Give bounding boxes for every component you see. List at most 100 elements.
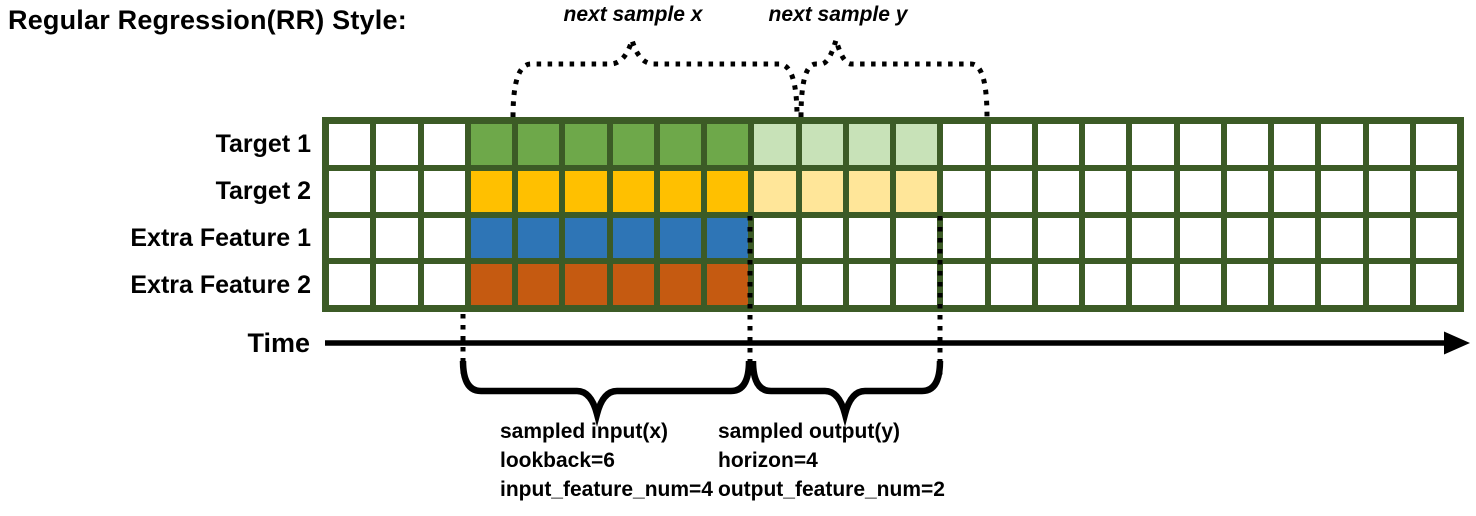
- grid-cell-extra-feature-1: [1226, 217, 1268, 259]
- grid-cell-target-2: [896, 170, 938, 212]
- horizon-value: horizon=4: [718, 449, 818, 472]
- next-sample-y-dotted-brace-icon: [798, 31, 990, 118]
- grid-cell-target-2: [801, 170, 843, 212]
- lookback-value: lookback=6: [500, 449, 615, 472]
- grid-cell-extra-feature-1: [990, 217, 1032, 259]
- timeline-grid: [322, 117, 1464, 312]
- grid-cell-extra-feature-1: [659, 217, 701, 259]
- grid-cell-target-1: [1274, 124, 1316, 165]
- grid-cell-extra-feature-2: [518, 264, 560, 305]
- page-title: Regular Regression(RR) Style:: [8, 5, 407, 35]
- grid-cell-extra-feature-2: [1415, 264, 1457, 305]
- grid-cell-target-2: [376, 170, 418, 212]
- grid-cell-extra-feature-1: [423, 217, 465, 259]
- input-feature-num-value: input_feature_num=4: [500, 478, 713, 501]
- grid-cell-extra-feature-1: [1321, 217, 1363, 259]
- time-label: Time: [247, 328, 310, 358]
- grid-cell-target-1: [896, 124, 938, 165]
- grid-cell-target-1: [1132, 124, 1174, 165]
- grid-cell-target-2: [754, 170, 796, 212]
- grid-cell-extra-feature-1: [707, 217, 749, 259]
- grid-cell-target-2: [518, 170, 560, 212]
- grid-cell-target-1: [565, 124, 607, 165]
- row-label-extra-feature-1: Extra Feature 1: [130, 224, 311, 252]
- grid-cell-extra-feature-2: [659, 264, 701, 305]
- grid-cell-target-1: [1226, 124, 1268, 165]
- grid-cell-target-2: [612, 170, 654, 212]
- grid-cell-target-2: [943, 170, 985, 212]
- grid-cell-target-1: [423, 124, 465, 165]
- grid-cell-extra-feature-2: [896, 264, 938, 305]
- grid-cell-extra-feature-2: [1179, 264, 1221, 305]
- grid-cell-extra-feature-2: [470, 264, 512, 305]
- grid-cell-extra-feature-2: [1085, 264, 1127, 305]
- grid-cell-extra-feature-2: [329, 264, 371, 305]
- grid-cell-target-2: [990, 170, 1032, 212]
- grid-cell-target-2: [1368, 170, 1410, 212]
- grid-cell-extra-feature-2: [848, 264, 890, 305]
- grid-cell-target-2: [1179, 170, 1221, 212]
- grid-cell-extra-feature-1: [376, 217, 418, 259]
- grid-cell-extra-feature-2: [376, 264, 418, 305]
- grid-cell-extra-feature-2: [1321, 264, 1363, 305]
- grid-cell-target-2: [1274, 170, 1316, 212]
- sampled-input-brace-icon: [459, 360, 753, 427]
- grid-cell-extra-feature-2: [707, 264, 749, 305]
- grid-cell-target-1: [754, 124, 796, 165]
- grid-cell-extra-feature-1: [848, 217, 890, 259]
- grid-cell-target-1: [990, 124, 1032, 165]
- output-feature-num-value: output_feature_num=2: [718, 478, 945, 501]
- grid-cell-target-2: [659, 170, 701, 212]
- row-label-extra-feature-2: Extra Feature 2: [130, 271, 311, 299]
- grid-cell-extra-feature-1: [1368, 217, 1410, 259]
- grid-cell-extra-feature-1: [801, 217, 843, 259]
- grid-cell-target-1: [848, 124, 890, 165]
- grid-cell-extra-feature-1: [1415, 217, 1457, 259]
- grid-cell-extra-feature-2: [801, 264, 843, 305]
- grid-cell-extra-feature-1: [896, 217, 938, 259]
- grid-cell-extra-feature-1: [565, 217, 607, 259]
- next-sample-y-label: next sample y: [768, 3, 908, 26]
- grid-cell-target-1: [1037, 124, 1079, 165]
- grid-cell-target-2: [423, 170, 465, 212]
- grid-cell-target-2: [1037, 170, 1079, 212]
- grid-cell-target-1: [1321, 124, 1363, 165]
- grid-cell-extra-feature-2: [1274, 264, 1316, 305]
- next-sample-x-label: next sample x: [563, 3, 703, 26]
- grid-cell-target-2: [1226, 170, 1268, 212]
- grid-cell-extra-feature-2: [1037, 264, 1079, 305]
- grid-cell-target-1: [1085, 124, 1127, 165]
- grid-cell-extra-feature-2: [990, 264, 1032, 305]
- grid-cell-target-1: [801, 124, 843, 165]
- grid-cell-target-1: [376, 124, 418, 165]
- sampled-output-title: sampled output(y): [718, 420, 900, 443]
- grid-cell-target-1: [659, 124, 701, 165]
- grid-cell-target-2: [1085, 170, 1127, 212]
- grid-cell-target-1: [612, 124, 654, 165]
- grid-cell-extra-feature-2: [1368, 264, 1410, 305]
- grid-cell-extra-feature-2: [943, 264, 985, 305]
- grid-cell-target-2: [848, 170, 890, 212]
- grid-cell-target-2: [470, 170, 512, 212]
- sampled-output-brace-icon: [749, 360, 944, 427]
- grid-cell-target-2: [329, 170, 371, 212]
- row-label-target-1: Target 1: [215, 130, 311, 158]
- grid-cell-extra-feature-1: [612, 217, 654, 259]
- grid-cell-target-1: [1415, 124, 1457, 165]
- grid-cell-target-2: [565, 170, 607, 212]
- grid-cell-extra-feature-1: [470, 217, 512, 259]
- grid-cell-target-1: [518, 124, 560, 165]
- grid-cell-extra-feature-1: [1132, 217, 1174, 259]
- grid-cell-extra-feature-1: [943, 217, 985, 259]
- grid-cell-extra-feature-1: [1085, 217, 1127, 259]
- grid-cell-extra-feature-2: [565, 264, 607, 305]
- grid-cell-extra-feature-2: [612, 264, 654, 305]
- grid-cell-extra-feature-1: [1179, 217, 1221, 259]
- row-label-target-2: Target 2: [215, 177, 311, 205]
- grid-cell-extra-feature-1: [754, 217, 796, 259]
- sampled-output-annotation: sampled output(y) horizon=4 output_featu…: [718, 417, 945, 504]
- grid-cell-target-1: [707, 124, 749, 165]
- grid-cell-target-2: [1321, 170, 1363, 212]
- grid-cell-target-1: [1368, 124, 1410, 165]
